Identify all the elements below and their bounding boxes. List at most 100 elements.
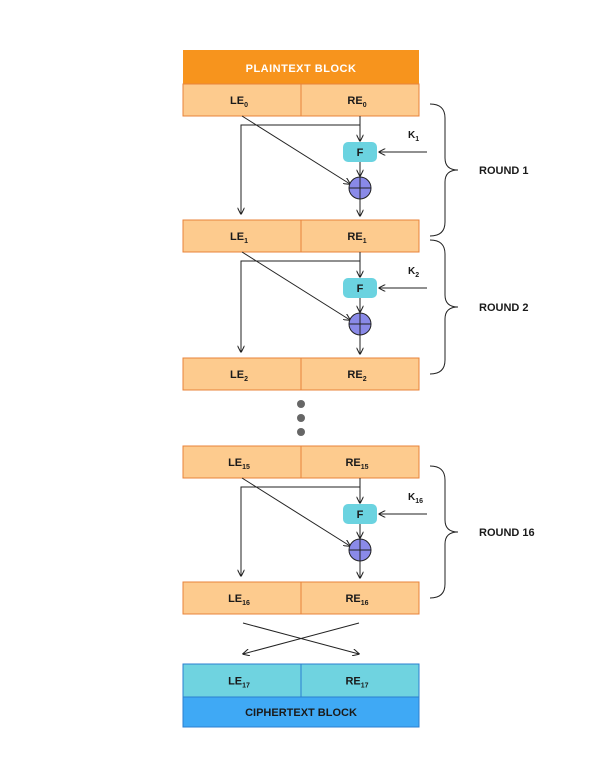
left-half-label-subscript: 2	[244, 376, 248, 383]
left-half-block	[182, 581, 302, 615]
round-key-subscript: 16	[415, 498, 423, 505]
right-half-label-subscript: 15	[361, 464, 369, 471]
plaintext-block-label: PLAINTEXT BLOCK	[246, 63, 357, 75]
left-half-label: LE15	[228, 457, 250, 471]
right-half-label-text: RE	[345, 457, 360, 469]
left-half-label-subscript: 1	[244, 238, 248, 245]
left-to-xor-arrow	[241, 251, 350, 320]
left-half-block	[182, 663, 302, 698]
left-half-label: LE2	[230, 369, 248, 383]
plaintext-block-rect	[183, 50, 419, 84]
round-label: ROUND 1	[479, 165, 529, 177]
round-brace	[429, 465, 459, 599]
right-half-label: RE0	[347, 95, 366, 109]
xor-icon	[348, 176, 372, 200]
right-half-label-text: RE	[347, 231, 362, 243]
f-function-label: F	[357, 147, 364, 159]
right-half-block	[300, 83, 420, 117]
right-half-label-subscript: 2	[363, 376, 367, 383]
ellipsis	[297, 400, 305, 436]
final-swap	[243, 622, 360, 654]
left-half-label-text: LE	[230, 231, 244, 243]
left-half-label: LE17	[228, 676, 250, 690]
round-key-text: K	[408, 492, 416, 503]
right-half-label: RE17	[345, 676, 368, 690]
right-half-label: RE2	[347, 369, 366, 383]
f-function-label: F	[357, 283, 364, 295]
left-to-xor-arrow	[241, 115, 350, 184]
right-half-block	[300, 357, 420, 391]
right-half-label: RE15	[345, 457, 368, 471]
ellipsis-dot	[297, 414, 305, 422]
f-function-box	[343, 142, 377, 162]
round-label: ROUND 2	[479, 302, 529, 314]
left-half-block	[182, 219, 302, 253]
right-to-left-path	[241, 124, 360, 214]
round-key-text: K	[408, 266, 416, 277]
left-half-label-text: LE	[230, 95, 244, 107]
left-half-label-subscript: 15	[242, 464, 250, 471]
right-half-label-text: RE	[347, 369, 362, 381]
round-key-label: K1	[408, 130, 419, 143]
round-key-label: K2	[408, 266, 419, 279]
ciphertext-block-rect	[182, 696, 420, 728]
left-half-label: LE0	[230, 95, 248, 109]
right-half-label-text: RE	[347, 95, 362, 107]
left-half-label-subscript: 17	[242, 683, 250, 690]
right-half-label-text: RE	[345, 593, 360, 605]
left-half-block	[182, 357, 302, 391]
left-half-label-text: LE	[230, 369, 244, 381]
left-half-label: LE1	[230, 231, 248, 245]
f-function-box	[343, 504, 377, 524]
ciphertext-block: CIPHERTEXT BLOCK	[182, 696, 420, 728]
left-half-label-text: LE	[228, 457, 242, 469]
right-half-label-subscript: 16	[361, 600, 369, 607]
round-brace	[429, 239, 459, 375]
right-half-label-text: RE	[345, 676, 360, 688]
round-key-subscript: 1	[415, 136, 419, 143]
right-to-left-path	[241, 486, 360, 576]
f-function-label: F	[357, 509, 364, 521]
right-half-label-subscript: 17	[361, 683, 369, 690]
xor-icon	[348, 538, 372, 562]
round-label: ROUND 16	[479, 527, 535, 539]
f-function-box	[343, 278, 377, 298]
swap-arrow-right-to-left	[243, 622, 360, 654]
left-half-label-subscript: 16	[242, 600, 250, 607]
left-half-label: LE16	[228, 593, 250, 607]
right-half-block	[300, 445, 420, 479]
right-half-label-subscript: 0	[363, 102, 367, 109]
round-key-text: K	[408, 130, 416, 141]
right-half-label-subscript: 1	[363, 238, 367, 245]
round-key-label: K16	[408, 492, 423, 505]
left-half-label-text: LE	[228, 676, 242, 688]
round-brace	[429, 103, 459, 237]
right-half-block	[300, 219, 420, 253]
left-half-label-text: LE	[228, 593, 242, 605]
right-half-label: RE1	[347, 231, 366, 245]
right-half-block	[300, 581, 420, 615]
right-to-left-path	[241, 260, 360, 352]
right-half-label: RE16	[345, 593, 368, 607]
left-half-block	[182, 83, 302, 117]
ellipsis-dot	[297, 428, 305, 436]
left-half-label-subscript: 0	[244, 102, 248, 109]
ciphertext-block-label: CIPHERTEXT BLOCK	[245, 707, 357, 719]
left-to-xor-arrow	[241, 477, 350, 546]
xor-icon	[348, 312, 372, 336]
right-half-block	[300, 663, 420, 698]
plaintext-block: PLAINTEXT BLOCK	[183, 50, 419, 84]
round-key-subscript: 2	[415, 272, 419, 279]
